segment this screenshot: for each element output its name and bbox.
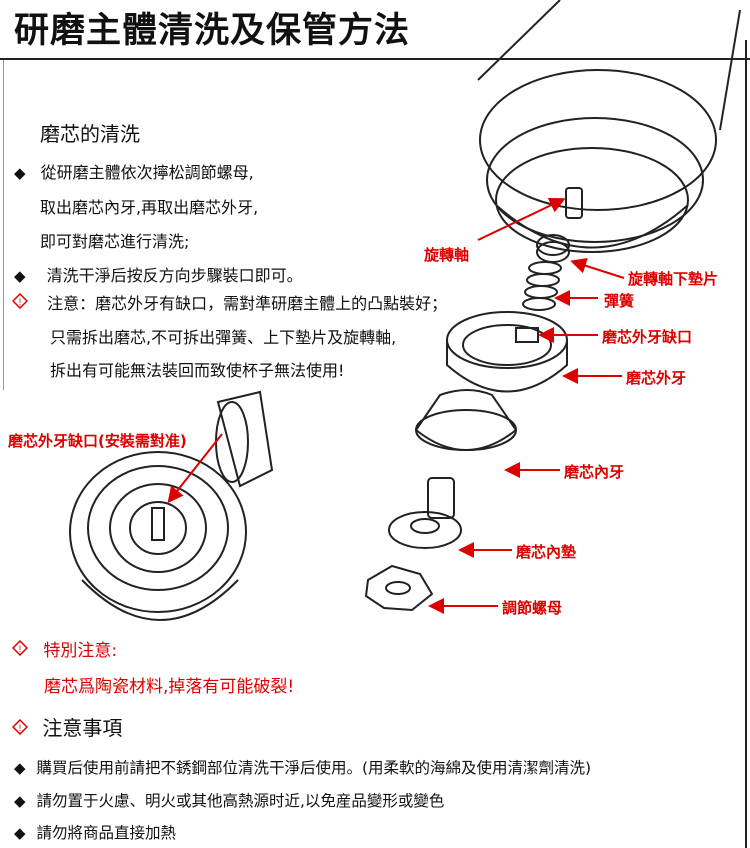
warning-diamond-icon: ! bbox=[11, 716, 29, 736]
instruction-line: 清洗干淨后按反方向步驟裝口即可。 bbox=[46, 266, 303, 285]
svg-text:!: ! bbox=[19, 723, 22, 733]
grinder-body-drawing bbox=[477, 0, 741, 253]
assembled-burr-drawing bbox=[69, 390, 274, 621]
precautions-heading: 注意事項 bbox=[42, 716, 123, 740]
instruction-line: 取出磨芯內牙,再取出磨芯外牙, bbox=[40, 198, 259, 217]
callout-spring: 彈簧 bbox=[604, 292, 635, 310]
precaution-item: 請勿置于火慮、明火或其他高熱源时近,以免産品變形或變色 bbox=[36, 792, 445, 810]
left-border bbox=[3, 60, 4, 390]
special-notice-heading: 特別注意: bbox=[43, 641, 118, 661]
callout-outer-burr: 磨芯外牙 bbox=[626, 369, 687, 387]
svg-text:!: ! bbox=[19, 644, 22, 654]
diamond-bullet-icon: ◆ bbox=[14, 792, 26, 810]
section-heading-burr-cleaning: 磨芯的清洗 bbox=[40, 122, 140, 146]
spring-drawing bbox=[522, 261, 562, 311]
outer-burr-drawing bbox=[446, 311, 568, 393]
page-title: 研磨主體清洗及保管方法 bbox=[14, 11, 411, 51]
instruction-line: 即可對磨芯進行清洗; bbox=[40, 232, 190, 251]
instruction-line: 從研磨主體依次擰松調節螺母, bbox=[40, 163, 254, 182]
inner-washer-drawing bbox=[388, 477, 462, 549]
special-notice-text: 磨芯爲陶瓷材料,掉落有可能破裂! bbox=[44, 677, 295, 697]
right-border bbox=[745, 40, 747, 848]
adjust-nut-drawing bbox=[364, 564, 434, 612]
note-line: 只需拆出磨芯,不可拆出彈簧、上下墊片及旋轉軸, bbox=[50, 328, 397, 347]
warning-diamond-icon: ! bbox=[11, 639, 29, 657]
callout-inner-washer: 磨芯內墊 bbox=[516, 543, 577, 561]
inner-burr-drawing bbox=[415, 389, 517, 451]
callout-shaft: 旋轉軸 bbox=[424, 246, 470, 264]
callout-outer-notch: 磨芯外牙缺口 bbox=[602, 328, 693, 346]
diamond-bullet-icon: ◆ bbox=[14, 824, 26, 842]
precaution-item: 請勿將商品直接加熱 bbox=[36, 824, 176, 842]
svg-text:!: ! bbox=[19, 297, 22, 307]
note-line: 注意：磨芯外牙有缺口，需對準研磨主體上的凸點裝好； bbox=[47, 294, 448, 313]
note-line: 拆出有可能無法裝回而致使杯子無法使用! bbox=[50, 361, 345, 380]
callout-shaft-lower-washer: 旋轉軸下墊片 bbox=[628, 270, 719, 288]
callout-adjust-nut: 調節螺母 bbox=[502, 599, 563, 617]
diamond-bullet-icon: ◆ bbox=[14, 759, 26, 777]
title-underline bbox=[0, 58, 750, 60]
callout-inner-burr: 磨芯內牙 bbox=[564, 463, 625, 481]
warning-diamond-icon: ! bbox=[11, 292, 29, 310]
callout-outer-notch-install: 磨芯外牙缺口(安裝需對准) bbox=[8, 432, 187, 450]
diamond-bullet-icon: ◆ bbox=[14, 267, 26, 285]
diamond-bullet-icon: ◆ bbox=[14, 164, 26, 182]
precaution-item: 購買后使用前請把不銹鋼部位清洗干淨后使用。(用柔軟的海綿及使用清潔劑清洗) bbox=[36, 759, 592, 777]
